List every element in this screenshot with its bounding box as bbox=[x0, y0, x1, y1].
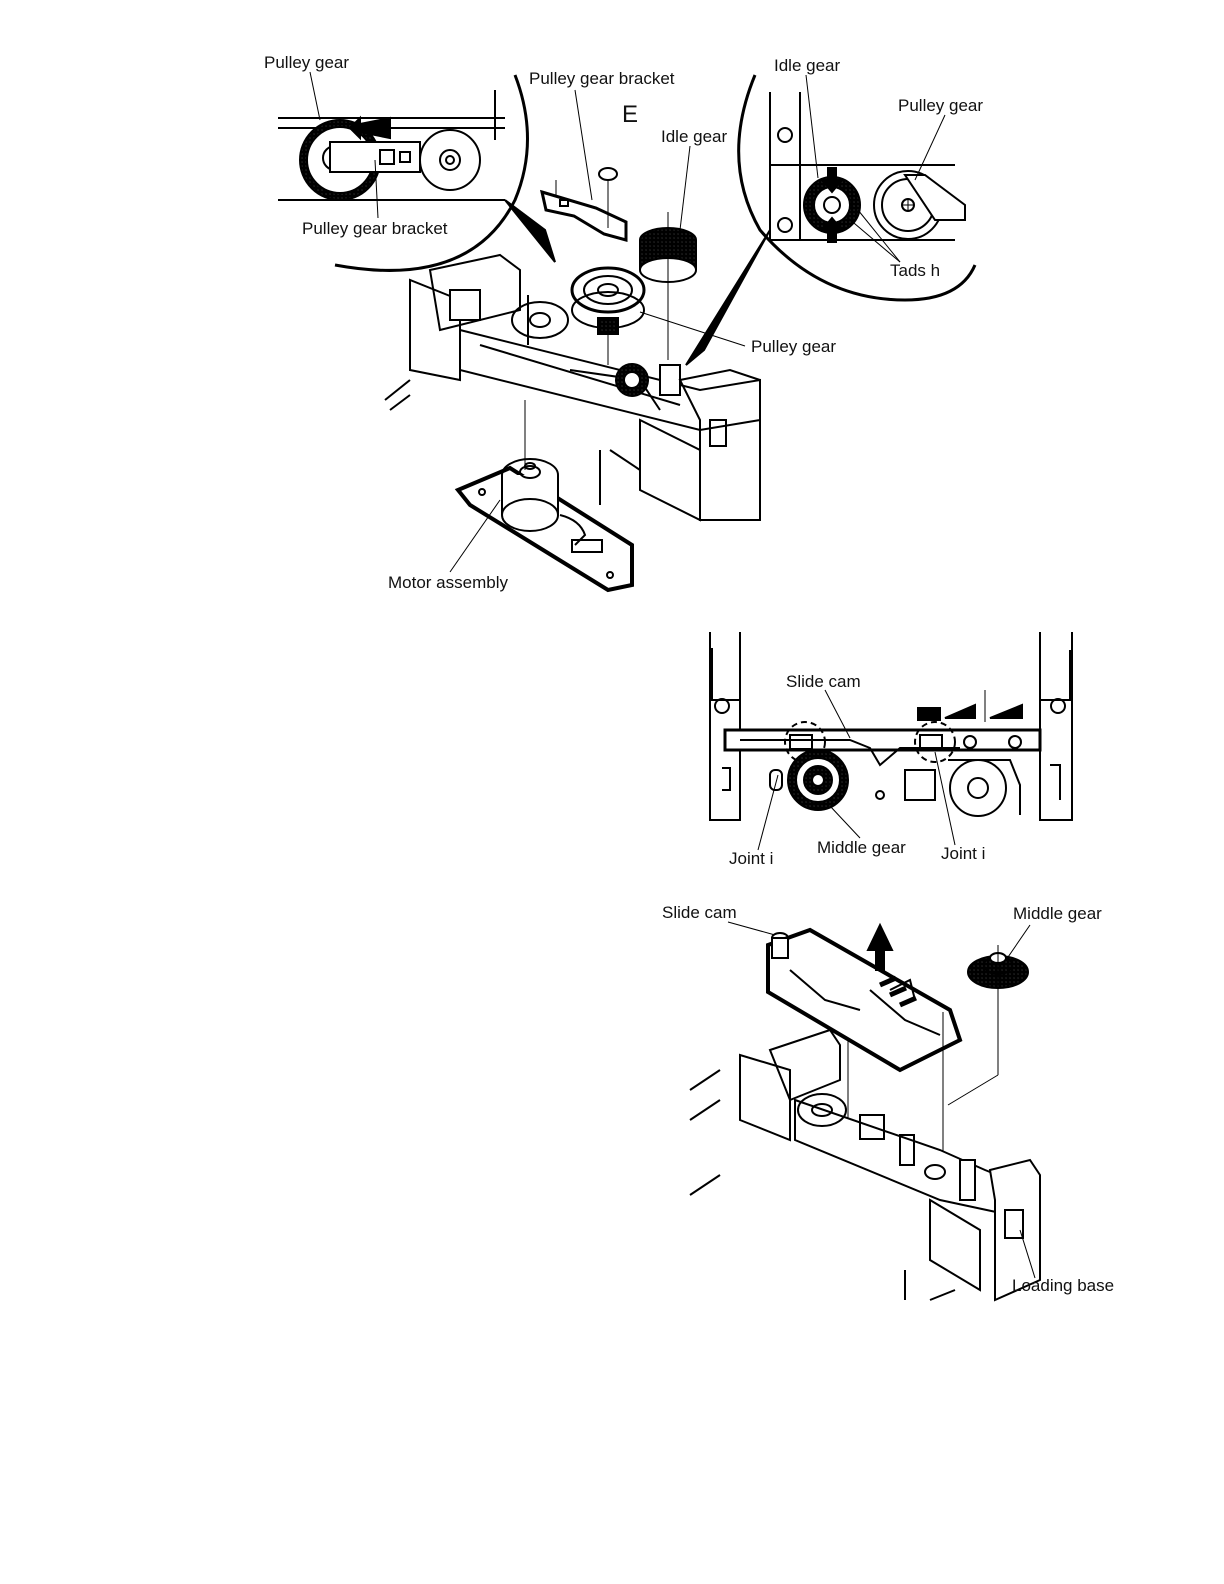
left-detail-view bbox=[278, 75, 528, 270]
motor-assembly-drawing bbox=[458, 459, 632, 590]
figure-motor-pulley bbox=[278, 72, 975, 590]
direction-arrow-icon bbox=[990, 705, 1022, 718]
label-pulley-gear-bracket: Pulley gear bracket bbox=[302, 220, 448, 237]
direction-arrow-icon bbox=[945, 705, 975, 718]
label-pulley-gear: Pulley gear bbox=[751, 338, 836, 355]
label-motor-assembly: Motor assembly bbox=[388, 574, 508, 591]
label-middle-gear: Middle gear bbox=[817, 839, 906, 856]
label-idle-gear: Idle gear bbox=[774, 57, 840, 74]
label-pulley-gear: Pulley gear bbox=[898, 97, 983, 114]
label-pulley-gear-bracket: Pulley gear bracket bbox=[529, 70, 675, 87]
exploded-parts bbox=[505, 168, 770, 365]
label-screw-e: E bbox=[622, 103, 638, 127]
label-idle-gear: Idle gear bbox=[661, 128, 727, 145]
label-slide-cam: Slide cam bbox=[786, 673, 861, 690]
label-joint-i: Joint i bbox=[941, 845, 985, 862]
figure-slide-cam-top-view bbox=[710, 632, 1072, 850]
figure-slide-cam-exploded bbox=[690, 922, 1040, 1300]
label-joint-i: Joint i bbox=[729, 850, 773, 867]
slide-cam-part bbox=[768, 930, 960, 1070]
label-tads-h: Tads h bbox=[890, 262, 940, 279]
label-slide-cam: Slide cam bbox=[662, 904, 737, 921]
label-pulley-gear: Pulley gear bbox=[264, 54, 349, 71]
label-middle-gear: Middle gear bbox=[1013, 905, 1102, 922]
arrow-left-icon bbox=[350, 118, 390, 138]
label-loading-base: Loading base bbox=[1012, 1277, 1114, 1294]
